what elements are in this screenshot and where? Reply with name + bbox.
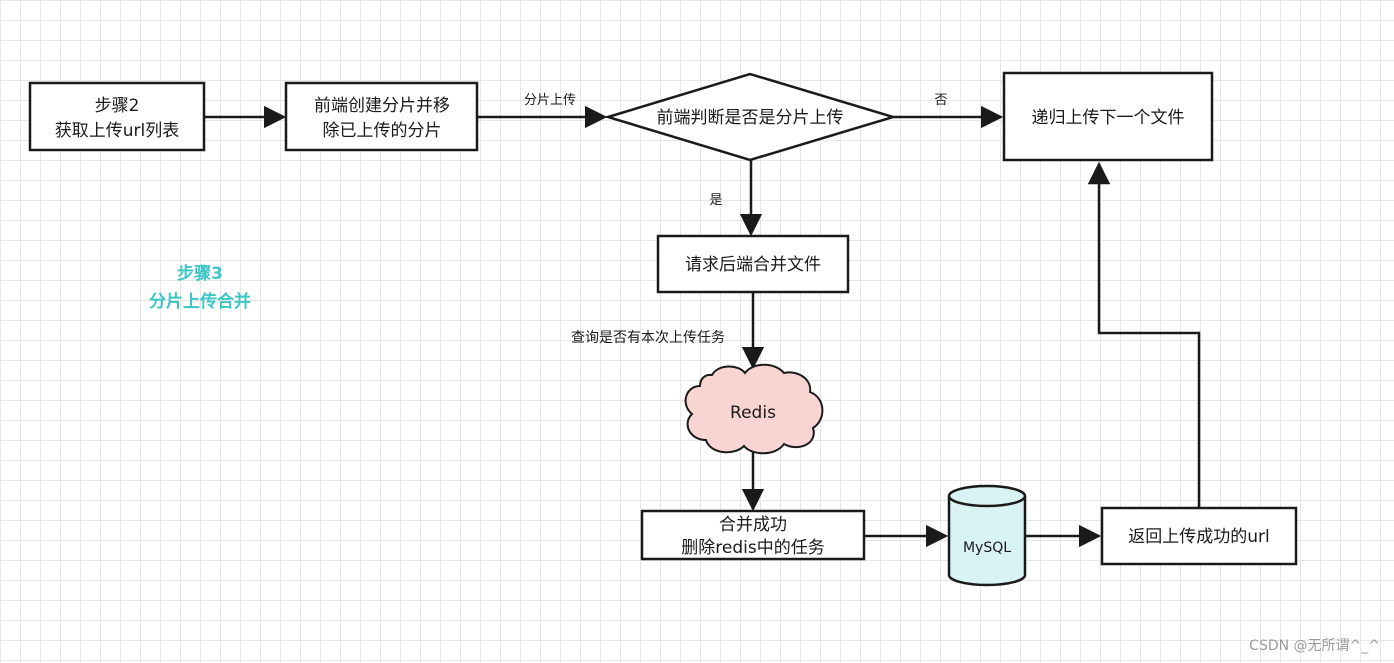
- recursive-upload-label: 递归上传下一个文件: [1032, 108, 1185, 128]
- recursive-upload-box: 递归上传下一个文件: [1002, 71, 1214, 162]
- create-chunks-box: 前端创建分片并移 除已上传的分片: [284, 81, 479, 152]
- decision-label: 前端判断是否是分片上传: [657, 108, 844, 128]
- return-url-label: 返回上传成功的url: [1128, 527, 1270, 547]
- mysql-label: MySQL: [963, 540, 1011, 556]
- redis-cloud: Redis: [684, 363, 824, 455]
- step3-label: 分片上传合并: [149, 291, 251, 312]
- edge-label-no: 否: [934, 93, 947, 108]
- merge-success-line1: 合并成功: [719, 515, 787, 535]
- edge-label-chunk-upload: 分片上传: [524, 93, 576, 108]
- create-chunks-line2: 除已上传的分片: [323, 121, 442, 141]
- step2-box: 步骤2 获取上传url列表: [28, 81, 206, 152]
- step2-label: 获取上传url列表: [55, 121, 180, 141]
- step2-title: 步骤2: [95, 96, 140, 116]
- edges: [205, 105, 1201, 548]
- return-url-box: 返回上传成功的url: [1100, 506, 1298, 566]
- decision-diamond: 前端判断是否是分片上传: [603, 72, 898, 162]
- merge-request-box: 请求后端合并文件: [656, 234, 850, 294]
- mysql-cylinder: MySQL: [947, 484, 1027, 587]
- merge-request-label: 请求后端合并文件: [685, 255, 821, 275]
- merge-success-line2: 删除redis中的任务: [681, 538, 824, 558]
- edge-label-yes: 是: [709, 193, 722, 208]
- edge-label-query-task: 查询是否有本次上传任务: [571, 330, 725, 346]
- create-chunks-line1: 前端创建分片并移: [314, 96, 450, 116]
- merge-success-box: 合并成功 删除redis中的任务: [640, 509, 866, 561]
- csdn-watermark: CSDN @无所谓^_^: [1249, 638, 1380, 654]
- step3-title: 步骤3: [177, 263, 223, 284]
- redis-label: Redis: [730, 403, 776, 423]
- edge-return-to-recursive: [1087, 161, 1201, 508]
